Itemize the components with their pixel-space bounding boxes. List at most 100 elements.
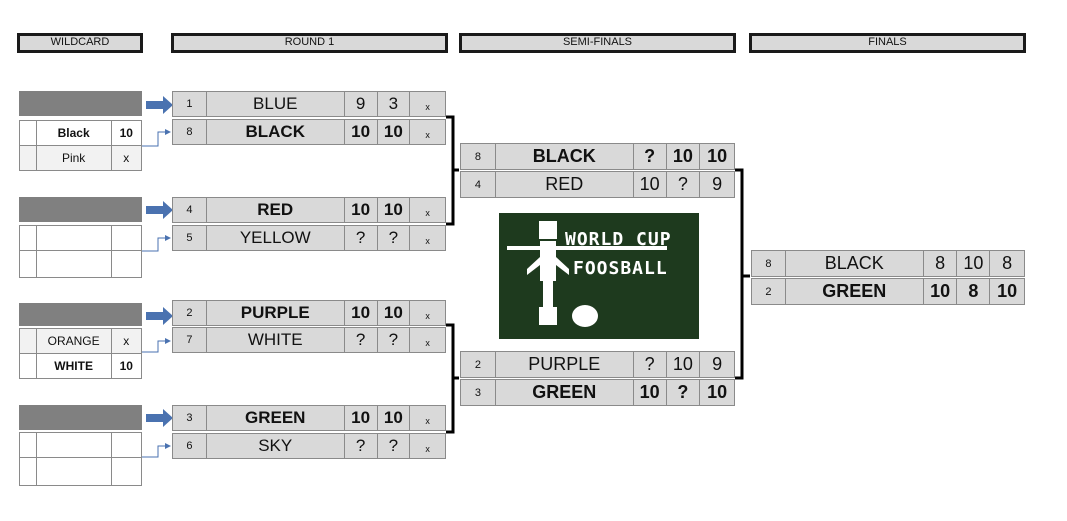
score-2: ? bbox=[378, 328, 411, 352]
wildcard-score bbox=[112, 226, 142, 250]
wildcard-row: ORANGE x bbox=[19, 328, 142, 354]
score-3: 10 bbox=[997, 281, 1018, 301]
team-name: PURPLE bbox=[207, 301, 345, 325]
wildcard-row bbox=[19, 250, 142, 278]
team-name: SKY bbox=[207, 434, 345, 458]
wildcard-team: ORANGE bbox=[37, 329, 112, 353]
score-3: 9 bbox=[712, 354, 723, 374]
wildcard-team: WHITE bbox=[37, 354, 112, 378]
wildcard-team bbox=[37, 251, 112, 277]
team-name: BLACK bbox=[786, 251, 924, 276]
score-1: ? bbox=[634, 352, 667, 377]
seed-number: 3 bbox=[173, 406, 207, 430]
score-1: 10 bbox=[634, 172, 667, 197]
header-finals: FINALS bbox=[749, 33, 1026, 53]
wildcard-team bbox=[37, 433, 112, 457]
score-2: 10 bbox=[957, 251, 991, 276]
semifinal-row: 8 BLACK ? 10 10 bbox=[460, 143, 735, 170]
round1-row: 4 RED 10 10 x bbox=[172, 197, 446, 223]
score-2: 10 bbox=[667, 352, 701, 377]
score-2: ? bbox=[667, 172, 701, 197]
wildcard-gray-bar bbox=[19, 197, 142, 222]
round1-row: 2 PURPLE 10 10 x bbox=[172, 300, 446, 326]
seed-number: 4 bbox=[461, 172, 496, 197]
wildcard-row: WHITE 10 bbox=[19, 353, 142, 379]
seed-number: 7 bbox=[173, 328, 207, 352]
wildcard-row bbox=[19, 225, 142, 251]
seed-number: 2 bbox=[752, 279, 786, 304]
score-2: ? bbox=[667, 380, 701, 405]
team-name: BLACK bbox=[207, 120, 345, 144]
bracket-connectors bbox=[446, 115, 750, 434]
score-3: x bbox=[425, 130, 430, 140]
round1-row: 6 SKY ? ? x bbox=[172, 433, 446, 459]
final-row: 2 GREEN 10 8 10 bbox=[751, 278, 1025, 305]
seed-number: 4 bbox=[173, 198, 207, 222]
seed-number: 8 bbox=[173, 120, 207, 144]
round1-row: 8 BLACK 10 10 x bbox=[172, 119, 446, 145]
score-1: ? bbox=[345, 226, 378, 250]
round1-row: 3 GREEN 10 10 x bbox=[172, 405, 446, 431]
team-name: RED bbox=[496, 172, 634, 197]
score-3: x bbox=[425, 416, 430, 426]
seed-number: 8 bbox=[461, 144, 496, 169]
wildcard-row: Black 10 bbox=[19, 120, 142, 146]
team-name: GREEN bbox=[496, 380, 634, 405]
round1-row: 7 WHITE ? ? x bbox=[172, 327, 446, 353]
wildcard-connectors bbox=[142, 129, 171, 458]
score-2: 10 bbox=[378, 120, 411, 144]
score-1: 10 bbox=[924, 279, 958, 304]
score-3: 10 bbox=[707, 382, 728, 402]
wildcard-score bbox=[112, 433, 142, 457]
wildcard-score: x bbox=[123, 334, 130, 348]
score-1: 10 bbox=[345, 406, 378, 430]
score-1: 10 bbox=[345, 198, 378, 222]
score-3: x bbox=[425, 311, 430, 321]
score-1: 10 bbox=[634, 380, 667, 405]
wildcard-score bbox=[112, 251, 142, 277]
wildcard-gray-bar bbox=[19, 91, 142, 116]
final-row: 8 BLACK 8 10 8 bbox=[751, 250, 1025, 277]
seed-number: 8 bbox=[752, 251, 786, 276]
score-2: 10 bbox=[667, 144, 701, 169]
score-3: 9 bbox=[712, 174, 723, 194]
seed-number: 2 bbox=[461, 352, 496, 377]
score-3: x bbox=[425, 208, 430, 218]
header-round1: ROUND 1 bbox=[171, 33, 448, 53]
wildcard-row bbox=[19, 432, 142, 458]
logo-line-1: WORLD CUP bbox=[565, 229, 672, 250]
logo-line-2: FOOSBALL bbox=[573, 258, 668, 279]
world-cup-foosball-logo: WORLD CUP FOOSBALL bbox=[499, 213, 699, 339]
seed-number: 1 bbox=[173, 92, 207, 116]
foosball-figure-icon bbox=[507, 221, 667, 327]
team-name: BLUE bbox=[207, 92, 345, 116]
wildcard-score: 10 bbox=[119, 126, 133, 140]
score-1: 10 bbox=[345, 120, 378, 144]
team-name: BLACK bbox=[496, 144, 634, 169]
wildcard-team: Black bbox=[37, 121, 112, 145]
score-1: ? bbox=[634, 144, 667, 169]
team-name: GREEN bbox=[207, 406, 345, 430]
seed-number: 5 bbox=[173, 226, 207, 250]
wildcard-gray-bar bbox=[19, 303, 142, 326]
team-name: PURPLE bbox=[496, 352, 634, 377]
score-3: x bbox=[425, 236, 430, 246]
wildcard-score: 10 bbox=[119, 359, 133, 373]
score-2: ? bbox=[378, 434, 411, 458]
score-1: ? bbox=[345, 328, 378, 352]
team-name: WHITE bbox=[207, 328, 345, 352]
score-3: 8 bbox=[1002, 253, 1013, 273]
semifinal-row: 3 GREEN 10 ? 10 bbox=[460, 379, 735, 406]
score-1: 9 bbox=[345, 92, 378, 116]
score-2: 10 bbox=[378, 301, 411, 325]
wildcard-score bbox=[112, 458, 142, 485]
advance-arrows bbox=[146, 96, 173, 427]
score-2: 3 bbox=[378, 92, 411, 116]
round1-row: 5 YELLOW ? ? x bbox=[172, 225, 446, 251]
score-2: 10 bbox=[378, 406, 411, 430]
wildcard-score: x bbox=[123, 151, 130, 165]
score-2: 10 bbox=[378, 198, 411, 222]
wildcard-team bbox=[37, 458, 112, 485]
seed-number: 2 bbox=[173, 301, 207, 325]
